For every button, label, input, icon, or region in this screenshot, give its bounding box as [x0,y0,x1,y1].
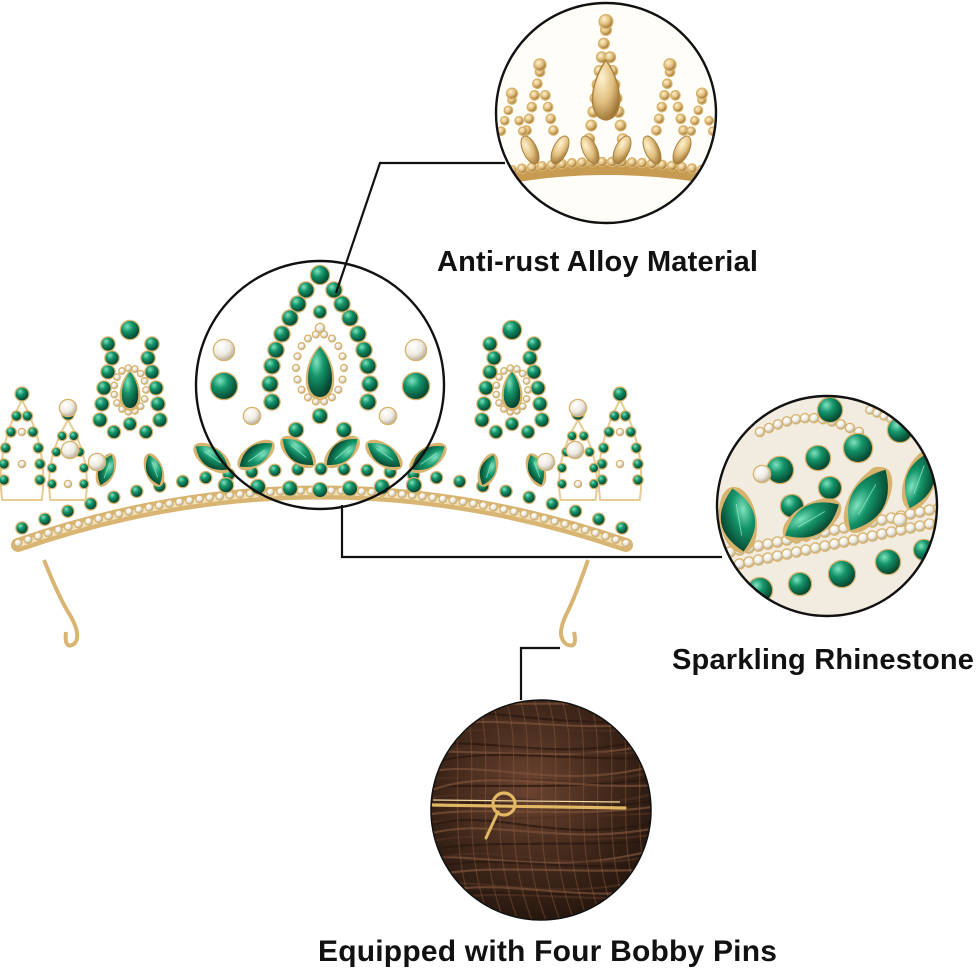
caption-alloy-material: Anti-rust Alloy Material [437,246,759,278]
detail-highlight-circle [194,259,446,511]
leader-lines [334,161,722,700]
caption-bobby-pins: Equipped with Four Bobby Pins [318,935,778,968]
tiara-main [0,264,644,648]
caption-rhinestone: Sparkling Rhinestone [672,644,975,676]
rhinestone-closeup [715,394,939,618]
alloy-closeup [494,1,718,225]
bobby-pin-closeup [430,699,652,921]
